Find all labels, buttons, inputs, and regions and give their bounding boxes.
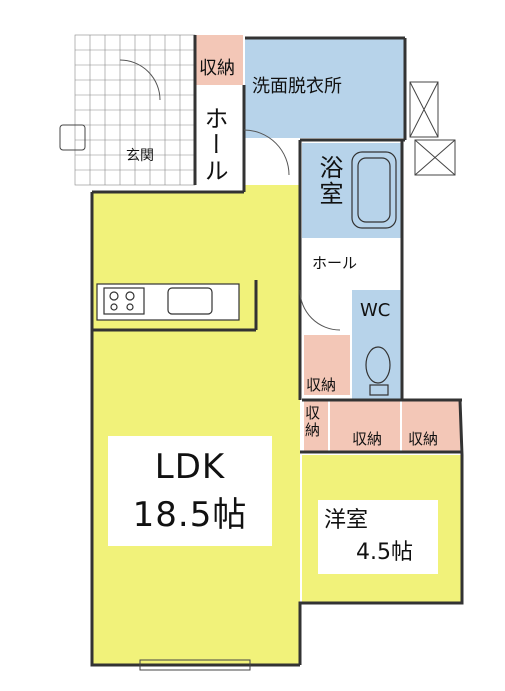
exterior-fixtures (59, 81, 456, 671)
ldk-label-box: LDK 18.5帖 (108, 436, 272, 546)
bathtub (351, 151, 397, 229)
ldk-size: 18.5帖 (132, 495, 248, 535)
entrance-label: 玄関 (126, 148, 154, 164)
wc-area (352, 290, 402, 400)
storage-mid (304, 335, 350, 395)
western-label-box: 洋室 4.5帖 (318, 500, 438, 574)
washroom-label: 洗面脱衣所 (252, 76, 342, 97)
storage-label-top: 収納 (199, 58, 235, 79)
ldk-area (92, 185, 300, 665)
walls (90, 35, 464, 667)
ldk-name: LDK (154, 447, 226, 487)
hall-label-vertical: ホール (200, 106, 228, 184)
storage-right-2 (402, 400, 460, 452)
door-swings (119, 59, 341, 331)
toilet (365, 346, 391, 396)
western-room-name: 洋室 (324, 508, 369, 533)
storage-top (195, 35, 243, 85)
storage-right-1 (330, 400, 400, 452)
western-room-size: 4.5帖 (356, 540, 413, 565)
storage-label-vertical: 収納 (303, 405, 321, 439)
washroom-area (245, 38, 405, 138)
storage-label-right-1: 収納 (352, 430, 383, 448)
storage-label-mid: 収納 (306, 376, 337, 394)
wc-label: WC (360, 300, 391, 321)
storage-label-right-2: 収納 (408, 430, 439, 448)
bath-label: 浴室 (315, 155, 343, 207)
hall-label: ホール (312, 254, 358, 272)
kitchen-counter (96, 283, 240, 321)
storage-small (304, 400, 328, 452)
